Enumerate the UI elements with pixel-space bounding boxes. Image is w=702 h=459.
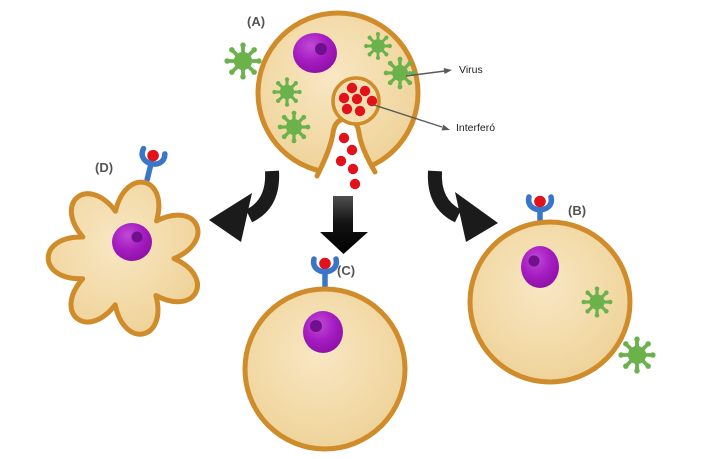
cell-c-label: (C) [337,263,356,278]
cell-b-virus-exposed [467,219,658,385]
cell-b-label: (B) [568,203,587,218]
cell-d-label: (D) [95,160,114,175]
leader-arrowheads [441,68,452,131]
cell-a-label: (A) [247,14,266,29]
virus-icon [270,75,304,109]
secretion-channel [312,119,380,184]
cell-c-membrane [242,286,408,452]
nucleus [293,33,337,73]
interferon-vesicle [331,76,381,126]
virus-icon [222,40,264,82]
interferon-dots [338,82,378,117]
nucleus [112,223,152,261]
virus-icon [616,334,658,376]
nucleus [303,311,343,353]
arrow-to-cell-c [320,196,368,254]
interferon-annotation: Interferó [456,122,496,134]
leader-lines [373,70,446,128]
virus-icon [579,284,615,320]
cell-c-protected [242,286,408,452]
interferon-receptor-icon [136,147,165,182]
arrow-to-cell-b [427,170,498,242]
interferon-leader-line [373,104,443,128]
virus-leader-line [405,70,446,77]
virus-icon [382,55,418,91]
virus-annotation: Virus [459,64,483,76]
virus-icon [276,109,312,145]
cell-d-antiviral [45,179,201,337]
arrow-to-cell-d [209,170,280,242]
virus-icon [362,30,394,62]
interferon-leader-arrowhead [441,124,450,131]
cell-b-membrane [467,219,633,385]
virus-leader-arrowhead [443,68,452,74]
cell-a-infected [222,10,421,190]
secreted-interferon-dots [335,132,361,190]
nucleus [521,246,559,288]
interferon-receptor-icon [314,258,337,288]
flow-arrows [209,170,498,254]
